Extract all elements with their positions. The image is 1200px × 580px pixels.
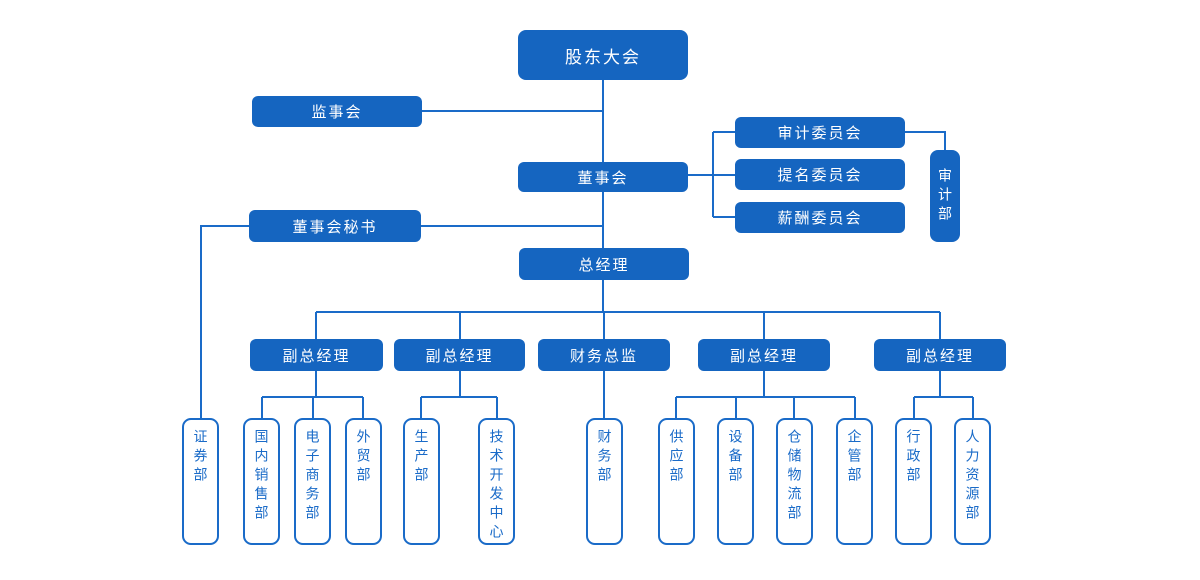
node-label: 审计部 <box>937 167 953 225</box>
node-audit-committee: 审计委员会 <box>735 117 905 148</box>
node-label: 技术开发中心 <box>488 429 505 543</box>
node-label: 行政部 <box>905 429 922 486</box>
node-label: 电子商务部 <box>304 429 321 524</box>
edge-general-manager-managers <box>315 280 941 339</box>
node-cfo: 财务总监 <box>538 339 670 371</box>
node-board-secretary: 董事会秘书 <box>249 210 421 242</box>
edge-deputy-gm-2-departments <box>420 371 498 418</box>
node-label: 外贸部 <box>355 429 372 486</box>
edge-board-secretary-securities <box>200 225 249 418</box>
node-finance-dept: 财务部 <box>586 418 623 545</box>
node-administration-dept: 行政部 <box>895 418 932 545</box>
node-deputy-gm-2: 副总经理 <box>394 339 525 371</box>
node-deputy-gm-4: 副总经理 <box>874 339 1006 371</box>
node-label: 供应部 <box>668 429 685 486</box>
node-label: 证券部 <box>192 429 209 486</box>
node-audit-department: 审计部 <box>930 150 960 242</box>
node-deputy-gm-1: 副总经理 <box>250 339 383 371</box>
node-supply-dept: 供应部 <box>658 418 695 545</box>
edge-deputy-gm-1-departments <box>261 371 364 418</box>
node-label: 财务部 <box>596 429 613 486</box>
node-supervisory-board: 监事会 <box>252 96 422 127</box>
node-hr-dept: 人力资源部 <box>954 418 991 545</box>
node-label: 国内销售部 <box>253 429 270 524</box>
node-label: 生产部 <box>413 429 430 486</box>
edge-deputy-gm-3-departments <box>675 371 856 418</box>
edge-audit-committee-audit-dept <box>905 131 946 150</box>
node-label: 仓储物流部 <box>786 429 803 524</box>
node-warehouse-logistics-dept: 仓储物流部 <box>776 418 813 545</box>
edge-deputy-gm-4-departments <box>913 371 974 418</box>
node-production-dept: 生产部 <box>403 418 440 545</box>
node-shareholders-meeting: 股东大会 <box>518 30 688 80</box>
node-general-manager: 总经理 <box>519 248 689 280</box>
node-enterprise-mgmt-dept: 企管部 <box>836 418 873 545</box>
node-domestic-sales-dept: 国内销售部 <box>243 418 280 545</box>
node-foreign-trade-dept: 外贸部 <box>345 418 382 545</box>
node-deputy-gm-3: 副总经理 <box>698 339 830 371</box>
node-nomination-committee: 提名委员会 <box>735 159 905 190</box>
node-label: 企管部 <box>846 429 863 486</box>
node-securities-dept: 证券部 <box>182 418 219 545</box>
node-compensation-committee: 薪酬委员会 <box>735 202 905 233</box>
node-board-of-directors: 董事会 <box>518 162 688 192</box>
node-equipment-dept: 设备部 <box>717 418 754 545</box>
edge-board-committees <box>688 131 735 218</box>
node-label: 人力资源部 <box>964 429 981 524</box>
node-ecommerce-dept: 电子商务部 <box>294 418 331 545</box>
node-tech-development-center: 技术开发中心 <box>478 418 515 545</box>
node-label: 设备部 <box>727 429 744 486</box>
